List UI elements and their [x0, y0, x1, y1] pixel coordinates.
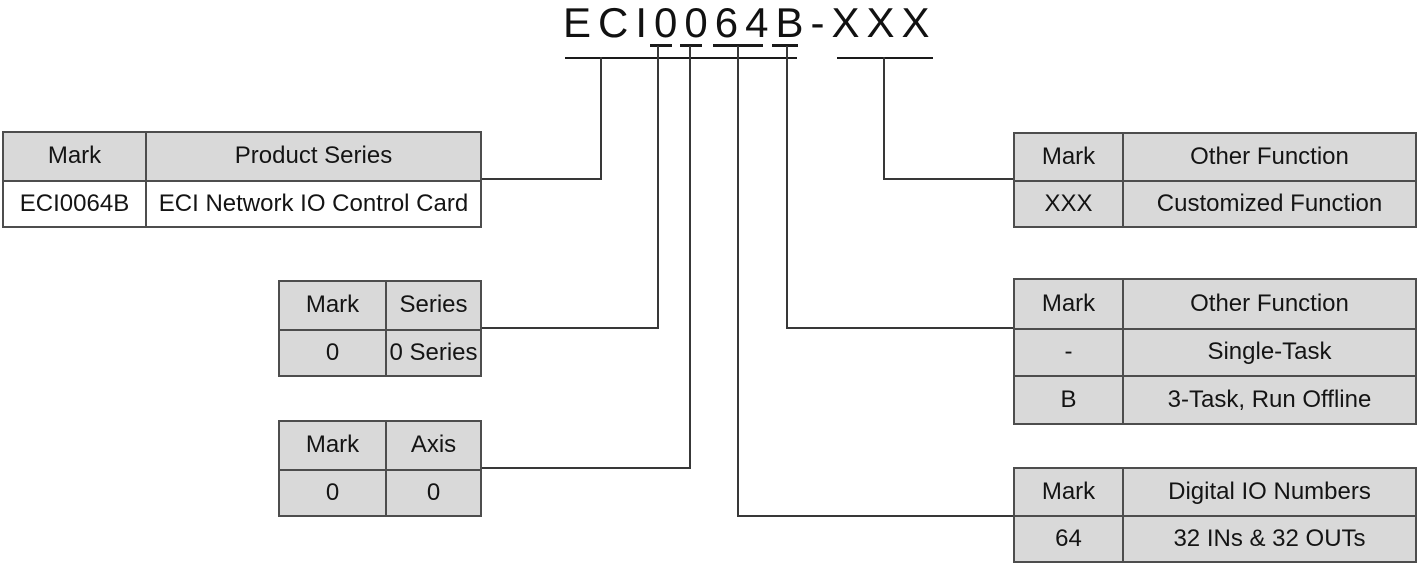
task-header-label: Other Function — [1122, 280, 1415, 328]
io-header-label: Digital IO Numbers — [1122, 469, 1415, 515]
series-header-label: Series — [385, 282, 480, 329]
underline-axis-digit — [680, 44, 702, 47]
connector-io-horizontal — [737, 515, 1013, 517]
connector-xxx-vertical — [883, 57, 885, 180]
table-axis: Mark Axis 0 0 — [278, 420, 482, 517]
underline-series-digit — [650, 44, 672, 47]
connector-task-vertical — [786, 46, 788, 329]
axis-value-mark: 0 — [280, 468, 385, 515]
customized-value-mark: XXX — [1015, 180, 1122, 226]
connector-io-vertical — [737, 46, 739, 517]
connector-axis-vertical — [689, 46, 691, 469]
table-other-function-customized: Mark Other Function XXX Customized Funct… — [1013, 132, 1417, 228]
customized-header-mark: Mark — [1015, 134, 1122, 180]
underline-xxx-suffix — [837, 57, 933, 59]
customized-header-label: Other Function — [1122, 134, 1415, 180]
product-series-header-label: Product Series — [145, 133, 480, 180]
task-row1-label: Single-Task — [1122, 327, 1415, 376]
io-header-mark: Mark — [1015, 469, 1122, 515]
product-series-value-mark: ECI0064B — [4, 179, 145, 226]
connector-product-series-horizontal — [482, 178, 602, 180]
connector-axis-horizontal — [481, 467, 691, 469]
series-header-mark: Mark — [280, 282, 385, 329]
axis-header-label: Axis — [385, 422, 480, 469]
connector-product-series-vertical — [600, 57, 602, 180]
connector-xxx-horizontal — [883, 178, 1013, 180]
connector-series-horizontal — [481, 327, 659, 329]
table-product-series: Mark Product Series ECI0064B ECI Network… — [2, 131, 482, 228]
underline-task-letter — [772, 44, 798, 47]
axis-value-label: 0 — [385, 468, 480, 515]
model-number-title: ECI0064B-XXX — [563, 0, 937, 46]
series-value-mark: 0 — [280, 328, 385, 375]
task-row1-mark: - — [1015, 327, 1122, 376]
underline-io-digits — [713, 44, 763, 47]
io-value-label: 32 INs & 32 OUTs — [1122, 515, 1415, 561]
connector-series-vertical — [657, 46, 659, 329]
product-series-header-mark: Mark — [4, 133, 145, 180]
table-series: Mark Series 0 0 Series — [278, 280, 482, 377]
task-row2-label: 3-Task, Run Offline — [1122, 375, 1415, 423]
table-digital-io: Mark Digital IO Numbers 64 32 INs & 32 O… — [1013, 467, 1417, 563]
product-series-value-label: ECI Network IO Control Card — [145, 179, 480, 226]
customized-value-label: Customized Function — [1122, 180, 1415, 226]
table-other-function-task: Mark Other Function - Single-Task B 3-Ta… — [1013, 278, 1417, 425]
io-value-mark: 64 — [1015, 515, 1122, 561]
underline-product-series — [565, 57, 797, 59]
series-value-label: 0 Series — [385, 328, 480, 375]
task-row2-mark: B — [1015, 375, 1122, 423]
task-header-mark: Mark — [1015, 280, 1122, 328]
axis-header-mark: Mark — [280, 422, 385, 469]
connector-task-horizontal — [786, 327, 1013, 329]
